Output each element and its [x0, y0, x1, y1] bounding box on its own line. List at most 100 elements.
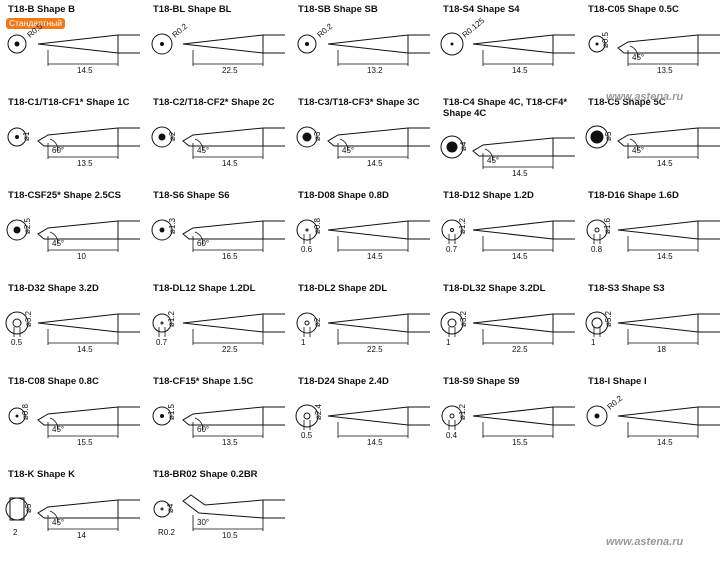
diameter-label: ø3.2 — [24, 310, 33, 327]
tip-side-view — [617, 220, 720, 252]
watermark: www.astena.ru — [606, 536, 684, 548]
thickness-label: 1 — [301, 338, 306, 347]
tip-side-view — [472, 220, 575, 252]
diameter-label: ø5.2 — [604, 310, 613, 327]
diameter-label: ø5 — [604, 131, 613, 141]
tip-title: T18-S4 Shape S4 — [443, 4, 520, 15]
length-label: 14.5 — [512, 169, 528, 178]
diameter-label: ø3.2 — [459, 310, 468, 327]
diameter-label: ø2 — [313, 317, 322, 327]
tip-title: T18-I Shape I — [588, 376, 647, 387]
tip-drawing: 14.5 ø1.6 0.8 — [586, 217, 720, 261]
diameter-label: ø1.2 — [167, 310, 176, 327]
length-label: 22.5 — [222, 345, 238, 354]
tip-drawing: 14.5R0.5 — [7, 21, 140, 75]
diameter-label: ø1.3 — [168, 217, 177, 234]
diameter-label: ø4 — [459, 141, 468, 151]
length-label: 14.5 — [367, 252, 383, 261]
tip-side-view — [617, 127, 720, 159]
tip-drawing: 14.5 ø3.2 0.5 — [5, 310, 140, 354]
length-label: 14.5 — [657, 252, 673, 261]
tip-title: T18-SB Shape SB — [298, 4, 378, 15]
tip-drawing: 16.5ø1.360° — [151, 217, 285, 261]
tip-title: T18-D12 Shape 1.2D — [443, 190, 534, 201]
tip-title: T18-C5 Shape 5C — [588, 97, 666, 108]
tip-drawing: 13.5ø0.545° — [588, 31, 720, 75]
tip-drawing: 14.5ø1.20.7 — [441, 217, 575, 261]
length-label: 22.5 — [222, 66, 238, 75]
tip-side-view — [37, 220, 140, 252]
thickness-label: 1 — [591, 338, 596, 347]
length-label: 14.5 — [512, 66, 528, 75]
radius-label: R0.2 — [606, 393, 625, 411]
tip-title: T18-S6 Shape S6 — [153, 190, 230, 201]
tip-drawing: 14.5ø2.40.5 — [295, 403, 430, 447]
diameter-label: ø1.2 — [458, 403, 467, 420]
tip-side-view — [472, 313, 575, 345]
tip-side-view — [327, 127, 430, 159]
angle-label: 45° — [52, 518, 64, 527]
length-label: 16.5 — [222, 252, 238, 261]
tip-title: T18-D08 Shape 0.8D — [298, 190, 389, 201]
tip-side-view — [617, 34, 720, 66]
radius-label: R0.125 — [461, 16, 487, 40]
tip-side-view — [37, 34, 140, 66]
tip-title: T18-C3/T18-CF3* Shape 3C — [298, 97, 420, 108]
length-label: 22.5 — [367, 345, 383, 354]
tip-title: T18-C4 Shape 4C, T18-CF4* Shape 4C — [443, 97, 568, 119]
radius-label: R0.5 — [26, 21, 45, 39]
thickness-label: 0.5 — [301, 431, 313, 440]
length-label: 14.5 — [657, 438, 673, 447]
tip-cell: T18-I Shape I 14.5 R0.2 — [580, 376, 720, 469]
tip-drawing: 14.5ø0.80.6 — [296, 217, 430, 261]
extra-label: R0.2 — [158, 528, 175, 537]
tip-drawing: 14.5 R0.125 — [440, 16, 575, 75]
tip-side-view — [472, 34, 575, 66]
radius-label: R0.2 — [316, 21, 335, 39]
thickness-label: 0.5 — [11, 338, 23, 347]
length-label: 14.5 — [77, 345, 93, 354]
length-label: 13.5 — [657, 66, 673, 75]
tip-title: T18-C1/T18-CF1* Shape 1C — [8, 97, 130, 108]
tip-side-view — [182, 406, 285, 438]
tip-title: T18-D16 Shape 1.6D — [588, 190, 679, 201]
tip-title: T18-B Shape B — [8, 4, 76, 15]
tip-drawing: 22.5ø1.20.7 — [152, 310, 285, 354]
angle-label: 45° — [197, 146, 209, 155]
angle-label: 60° — [52, 146, 64, 155]
angle-label: 45° — [632, 146, 644, 155]
tip-side-view — [472, 406, 575, 438]
diameter-label: ø1.6 — [603, 217, 612, 234]
tip-title: T18-DL32 Shape 3.2DL — [443, 283, 546, 294]
tip-title: T18-CSF25* Shape 2.5CS — [8, 190, 121, 201]
tip-cell: T18-D16 Shape 1.6D 14.5 ø1.6 0.8 — [580, 190, 720, 283]
diameter-label: ø5 — [24, 503, 33, 513]
tip-side-view — [182, 220, 285, 252]
standard-badge: Стандартный — [6, 18, 66, 29]
radius-label: R0.2 — [171, 21, 190, 39]
diameter-label: ø0.5 — [601, 31, 610, 48]
length-label: 14.5 — [222, 159, 238, 168]
tip-side-view — [37, 127, 140, 159]
length-label: 14.5 — [367, 159, 383, 168]
tip-drawing: 15.5ø0.845° — [8, 403, 140, 447]
tip-title: T18-C2/T18-CF2* Shape 2C — [153, 97, 275, 108]
thickness-label: 0.8 — [591, 245, 603, 254]
